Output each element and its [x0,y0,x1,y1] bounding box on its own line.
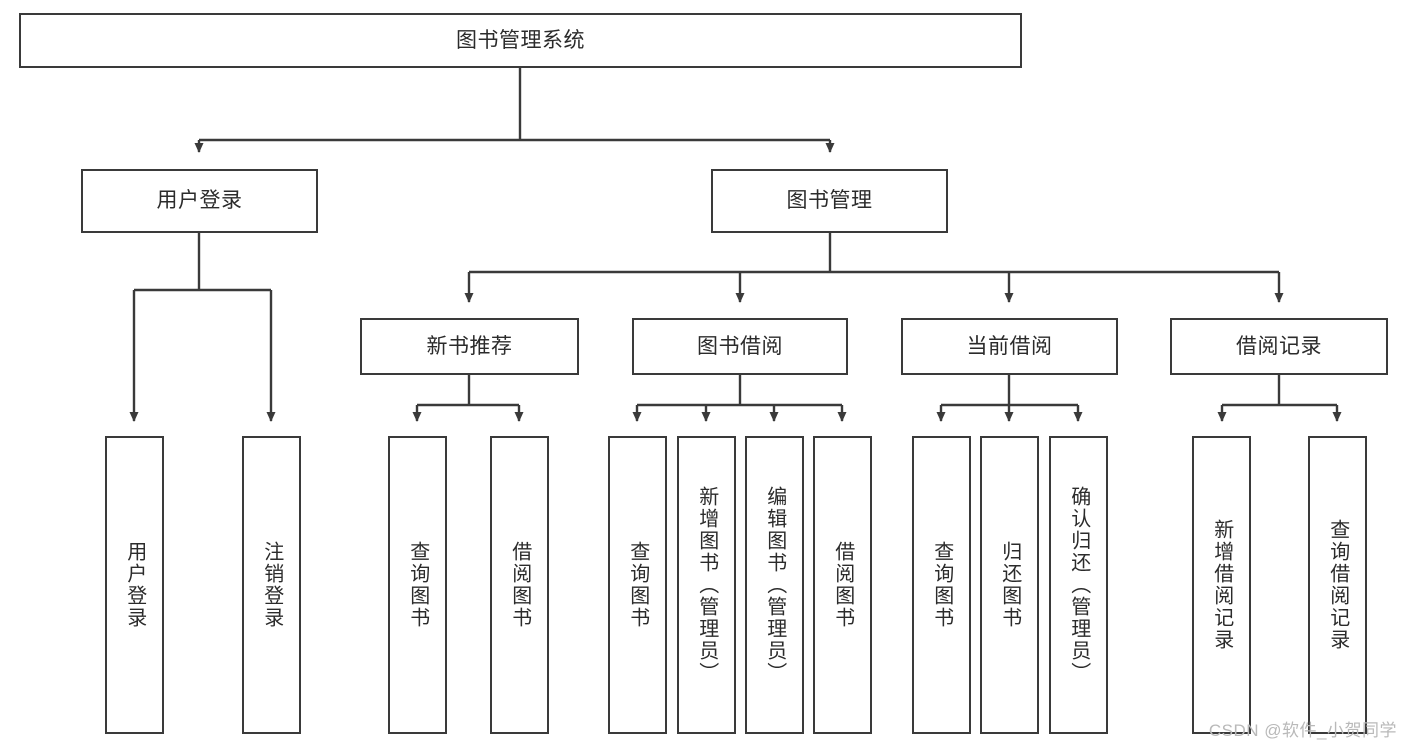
node-leaf-user-login[interactable]: 用户登录 [105,436,164,734]
node-leaf-borrow-book-2[interactable]: 借阅图书 [813,436,872,734]
node-borrow-record[interactable]: 借阅记录 [1170,318,1388,375]
node-leaf-query-book-3[interactable]: 查询图书 [912,436,971,734]
node-leaf-add-record-label: 新增借阅记录 [1210,519,1233,651]
node-leaf-borrow-book-1-label: 借阅图书 [508,541,531,629]
node-current-borrow[interactable]: 当前借阅 [901,318,1118,375]
node-leaf-add-book[interactable]: 新增图书（管理员） [677,436,736,734]
node-leaf-query-record[interactable]: 查询借阅记录 [1308,436,1367,734]
edge-group-new-book-recommend [412,375,524,422]
edge-group-root [194,68,835,153]
node-root[interactable]: 图书管理系统 [19,13,1022,68]
node-book-management[interactable]: 图书管理 [711,169,948,233]
node-root-label: 图书管理系统 [456,28,585,52]
node-book-borrow[interactable]: 图书借阅 [632,318,848,375]
node-leaf-add-record[interactable]: 新增借阅记录 [1192,436,1251,734]
node-leaf-user-login-label: 用户登录 [123,541,146,629]
node-leaf-confirm-return-label: 确认归还（管理员） [1067,486,1090,684]
node-leaf-edit-book[interactable]: 编辑图书（管理员） [745,436,804,734]
node-leaf-query-book-1[interactable]: 查询图书 [388,436,447,734]
node-borrow-record-label: 借阅记录 [1236,334,1322,358]
edge-group-borrow-record [1217,375,1342,422]
node-leaf-user-logout-label: 注销登录 [260,541,283,629]
edge-group-book-management [464,233,1284,303]
node-leaf-query-book-2-label: 查询图书 [626,541,649,629]
node-leaf-add-book-label: 新增图书（管理员） [695,486,718,684]
edge-group-user-login [129,233,276,422]
node-leaf-query-book-2[interactable]: 查询图书 [608,436,667,734]
node-leaf-query-book-1-label: 查询图书 [406,541,429,629]
node-leaf-return-book-label: 归还图书 [998,541,1021,629]
node-new-book-recommend[interactable]: 新书推荐 [360,318,579,375]
edge-group-book-borrow [632,375,847,422]
node-book-borrow-label: 图书借阅 [697,334,783,358]
node-book-management-label: 图书管理 [786,189,873,213]
node-leaf-borrow-book-1[interactable]: 借阅图书 [490,436,549,734]
edge-group-current-borrow [936,375,1083,422]
node-leaf-confirm-return[interactable]: 确认归还（管理员） [1049,436,1108,734]
node-new-book-recommend-label: 新书推荐 [426,334,513,358]
node-leaf-edit-book-label: 编辑图书（管理员） [763,486,786,684]
node-current-borrow-label: 当前借阅 [966,334,1053,358]
node-leaf-return-book[interactable]: 归还图书 [980,436,1039,734]
node-leaf-user-logout[interactable]: 注销登录 [242,436,301,734]
node-leaf-borrow-book-2-label: 借阅图书 [831,541,854,629]
node-leaf-query-book-3-label: 查询图书 [930,541,953,629]
node-leaf-query-record-label: 查询借阅记录 [1326,519,1349,651]
node-user-login-label: 用户登录 [156,189,243,213]
node-user-login[interactable]: 用户登录 [81,169,318,233]
